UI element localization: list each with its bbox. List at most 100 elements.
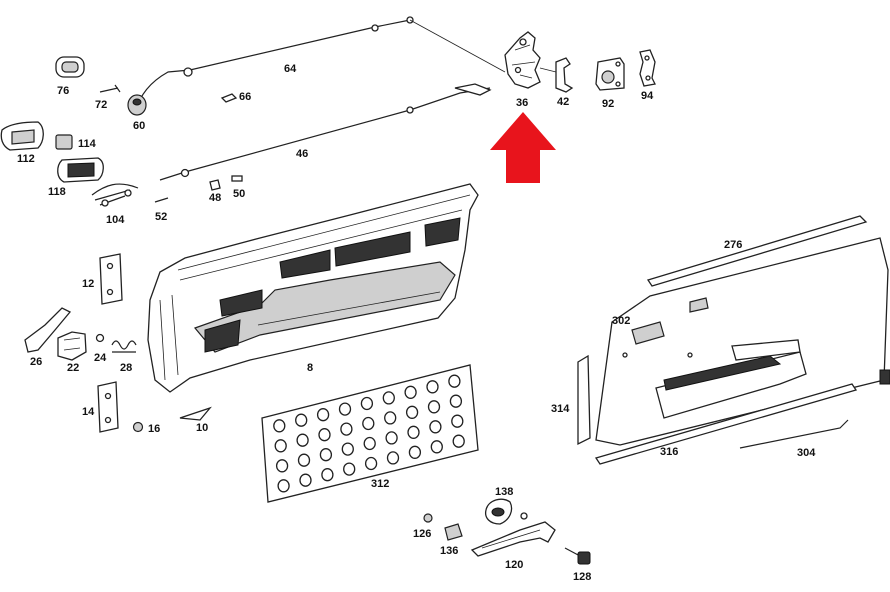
label-24: 24 xyxy=(94,352,107,364)
part-94-plate xyxy=(639,49,656,87)
part-138-gasket xyxy=(484,498,513,525)
label-52: 52 xyxy=(155,211,167,223)
perforation-hole xyxy=(384,411,397,425)
perforation-hole xyxy=(363,436,376,451)
perforation-hole xyxy=(299,473,312,487)
label-50: 50 xyxy=(233,188,245,200)
label-314: 314 xyxy=(551,403,570,415)
part-120-outer-handle xyxy=(470,512,556,557)
part-26-check-strap xyxy=(24,307,72,353)
part-118-trim-ring xyxy=(57,157,104,183)
label-66: 66 xyxy=(239,91,251,103)
perforation-hole xyxy=(338,402,352,416)
perforation-hole xyxy=(296,433,309,447)
perforation-hole xyxy=(382,391,395,405)
label-36: 36 xyxy=(516,97,528,109)
part-302-door-panel xyxy=(595,237,890,446)
part-10-wedge xyxy=(179,406,212,421)
perforation-hole xyxy=(451,414,464,428)
part-314-edge-strip xyxy=(577,354,591,446)
part-42-bracket xyxy=(555,57,574,93)
perforation-holes xyxy=(273,374,465,493)
label-12: 12 xyxy=(82,278,94,290)
label-276: 276 xyxy=(724,239,742,251)
part-114-clip xyxy=(55,134,73,150)
label-138: 138 xyxy=(495,486,513,498)
label-118: 118 xyxy=(48,186,66,198)
perforation-hole xyxy=(340,422,353,436)
perforation-hole xyxy=(319,448,333,462)
perforation-hole xyxy=(362,416,375,431)
perforation-hole xyxy=(385,431,398,445)
label-76: 76 xyxy=(57,85,69,97)
label-72: 72 xyxy=(95,99,107,111)
perforation-hole xyxy=(341,442,354,456)
label-42: 42 xyxy=(557,96,569,108)
label-64: 64 xyxy=(284,63,297,75)
label-104: 104 xyxy=(106,214,125,226)
label-304: 304 xyxy=(797,447,816,459)
perforation-hole xyxy=(295,413,308,427)
label-60: 60 xyxy=(133,120,145,132)
label-312: 312 xyxy=(371,478,389,490)
label-8: 8 xyxy=(307,362,313,374)
part-92-striker xyxy=(595,57,625,91)
label-136: 136 xyxy=(440,545,458,557)
label-14: 14 xyxy=(82,406,95,418)
perforation-hole xyxy=(452,434,465,448)
perforation-hole xyxy=(360,396,374,411)
perforation-hole xyxy=(364,456,378,471)
label-28: 28 xyxy=(120,362,132,374)
part-112-handle-bezel xyxy=(0,121,44,151)
label-128: 128 xyxy=(573,571,591,583)
perforation-hole xyxy=(426,380,439,394)
part-64-upper-rod xyxy=(134,16,506,113)
part-46-lower-rod xyxy=(159,83,492,181)
part-126-screw xyxy=(423,513,433,523)
label-114: 114 xyxy=(78,138,97,150)
part-316-lower-trim xyxy=(594,383,858,465)
perforation-hole xyxy=(274,439,287,453)
part-22-housing xyxy=(57,331,87,361)
perforation-hole xyxy=(407,425,420,439)
part-48-clip xyxy=(209,179,221,191)
part-312-perforated-sheet xyxy=(261,364,479,503)
perforation-hole xyxy=(316,408,330,422)
label-16: 16 xyxy=(148,423,160,435)
perforation-hole xyxy=(408,445,422,459)
perforation-hole xyxy=(449,394,463,408)
part-28-spring xyxy=(111,340,137,353)
perforation-hole xyxy=(273,419,286,433)
perforation-hole xyxy=(318,428,331,442)
part-76-escutcheon xyxy=(55,56,85,78)
part-labels: 8 10 12 14 16 22 24 26 28 36 42 46 48 50… xyxy=(17,63,816,583)
perforation-hole xyxy=(404,385,417,399)
label-120: 120 xyxy=(505,559,523,571)
label-48: 48 xyxy=(209,192,221,204)
part-104-harness xyxy=(91,183,139,207)
part-276-top-trim xyxy=(646,215,868,287)
part-16-nut xyxy=(132,421,144,433)
red-pointer-arrow xyxy=(490,112,556,183)
label-10: 10 xyxy=(196,422,208,434)
perforation-hole xyxy=(277,479,290,493)
part-50-clip xyxy=(231,175,243,182)
part-136-insert xyxy=(444,523,463,541)
part-8-door-shell xyxy=(147,183,479,393)
label-46: 46 xyxy=(296,148,308,160)
perforation-hole xyxy=(275,459,289,473)
part-66-pin xyxy=(220,93,238,103)
part-14-hinge xyxy=(97,381,119,433)
perforation-hole xyxy=(430,440,443,454)
label-126: 126 xyxy=(413,528,431,540)
perforation-hole xyxy=(386,451,400,465)
perforation-hole xyxy=(297,453,311,467)
perforation-hole xyxy=(448,374,461,388)
part-72-screw xyxy=(99,84,121,93)
perforation-hole xyxy=(429,420,442,434)
label-22: 22 xyxy=(67,362,79,374)
part-24-bolt xyxy=(95,333,105,343)
label-112: 112 xyxy=(17,153,35,165)
part-60-knob xyxy=(127,94,147,116)
perforation-hole xyxy=(405,405,419,419)
